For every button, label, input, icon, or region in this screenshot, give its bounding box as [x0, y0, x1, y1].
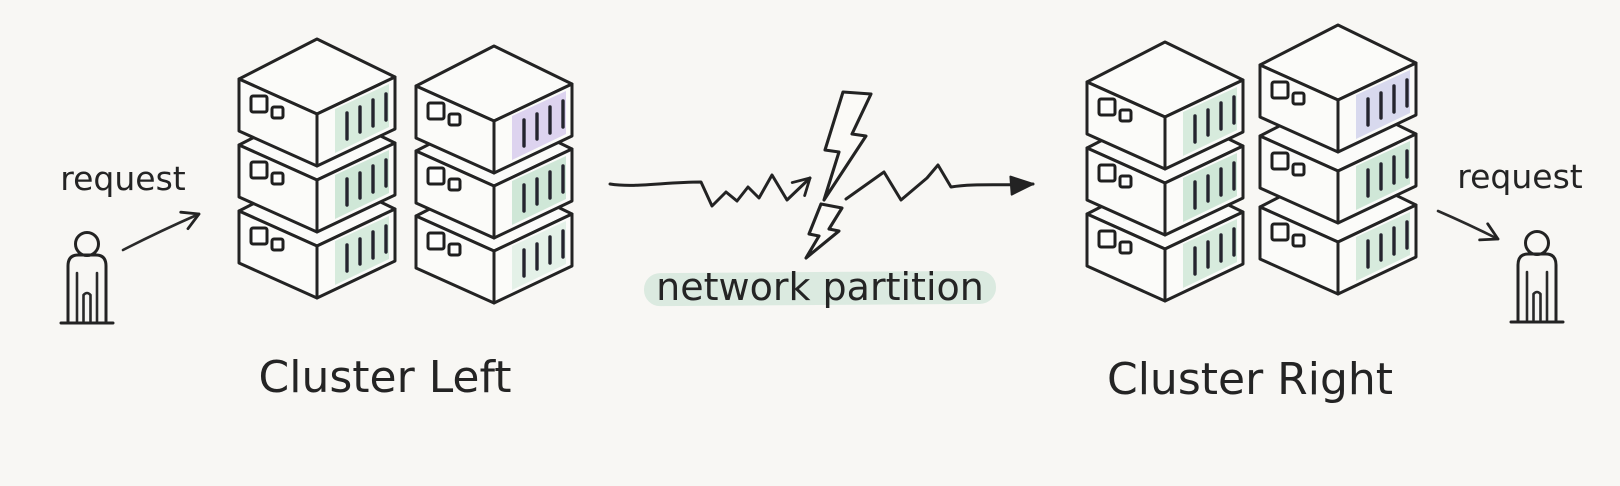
- request-arrow-left: [121, 210, 201, 252]
- network-partition-label: network partition: [656, 265, 984, 309]
- drive-bay-icon: [249, 226, 269, 246]
- request-label-left: request: [60, 159, 186, 198]
- cluster-left-label: Cluster Left: [259, 352, 512, 403]
- drive-bay-icon: [1097, 97, 1117, 117]
- server-icon: [1258, 23, 1418, 154]
- drive-bay-icon: [1291, 162, 1306, 177]
- server-icon: [1258, 94, 1418, 225]
- broken-link-left: [608, 173, 812, 208]
- drive-bay-icon: [1270, 80, 1290, 100]
- server-stack-0-0: [237, 37, 397, 300]
- drive-bay-icon: [426, 101, 446, 121]
- drive-bay-icon: [1097, 163, 1117, 183]
- broken-link-right: [844, 163, 1035, 202]
- drive-bay-icon: [270, 171, 285, 186]
- server-stack-0-1: [414, 44, 574, 305]
- drive-bay-icon: [447, 242, 462, 257]
- drive-bay-icon: [1270, 222, 1290, 242]
- drive-bay-icon: [1291, 233, 1306, 248]
- server-icon: [1085, 40, 1245, 171]
- cluster-right-label: Cluster Right: [1107, 354, 1393, 405]
- drive-bay-icon: [270, 237, 285, 252]
- drive-bay-icon: [447, 112, 462, 127]
- drive-bay-icon: [447, 177, 462, 192]
- network-partition-highlight: [644, 270, 997, 307]
- drive-bay-icon: [426, 166, 446, 186]
- drive-bay-icon: [1118, 240, 1133, 255]
- request-arrow-right: [1436, 209, 1500, 242]
- drive-bay-icon: [1118, 108, 1133, 123]
- drive-bay-icon: [1291, 91, 1306, 106]
- person-icon: [1509, 230, 1565, 324]
- drive-bay-icon: [1118, 174, 1133, 189]
- drive-bay-icon: [249, 94, 269, 114]
- request-label-right: request: [1457, 157, 1583, 196]
- drive-bay-icon: [1270, 151, 1290, 171]
- server-icon: [1258, 165, 1418, 296]
- lightning-bolt-icon: [822, 90, 873, 202]
- drive-bay-icon: [249, 160, 269, 180]
- person-icon: [59, 231, 115, 325]
- server-icon: [237, 37, 397, 168]
- server-icon: [414, 44, 574, 175]
- server-stack-1-1: [1258, 23, 1418, 296]
- server-stack-1-0: [1085, 40, 1245, 303]
- lightning-bolt-icon: [804, 202, 844, 260]
- server-stacks-layer: [237, 23, 1418, 305]
- drive-bay-icon: [270, 105, 285, 120]
- drive-bay-icon: [426, 231, 446, 251]
- drive-bay-icon: [1097, 229, 1117, 249]
